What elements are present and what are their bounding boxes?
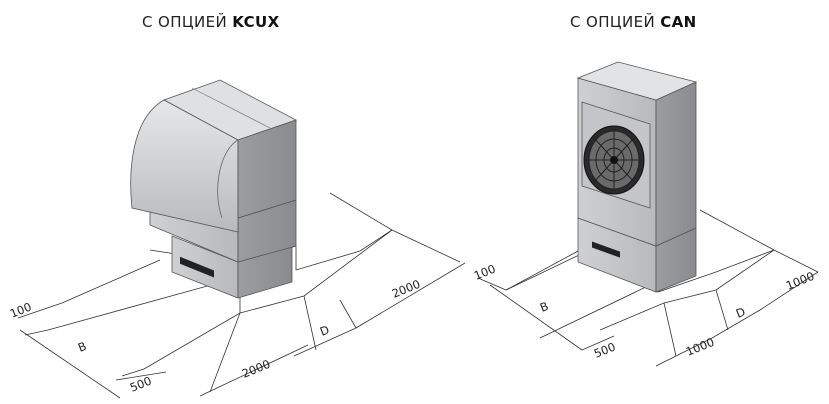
dim-1000-right-label: 1000 [784, 269, 816, 293]
dim-b-label: B [538, 299, 551, 315]
option-can-label: CAN [660, 13, 697, 31]
dim-b-label: B [76, 339, 89, 355]
title-can-option: С ОПЦИЕЙ CAN [570, 13, 697, 31]
dim-500-label: 500 [128, 374, 154, 395]
fan-icon [583, 125, 645, 195]
can-unit-drawing: 100 B 500 1000 D 1000 [472, 61, 819, 367]
title-prefix: С ОПЦИЕЙ [570, 13, 661, 31]
kcux-unit-drawing: 100 B 500 2000 D 2000 [8, 79, 466, 399]
title-kcux-option: С ОПЦИЕЙ KCUX [142, 13, 280, 31]
dim-2000-bottom-label: 2000 [240, 357, 272, 381]
dim-500-label: 500 [592, 340, 618, 361]
dim-100-label: 100 [8, 300, 34, 321]
floor-outline [505, 209, 819, 339]
dim-100-label: 100 [472, 262, 498, 283]
can-lower-cabinet [577, 217, 697, 293]
dim-d-label: D [318, 322, 332, 338]
option-kcux-label: KCUX [232, 13, 280, 31]
dimension-lines [477, 271, 819, 367]
floor-outline [47, 192, 461, 377]
kcux-plinth [171, 235, 293, 299]
dimension-lines [17, 262, 466, 399]
kcux-hood [130, 79, 298, 233]
dim-2000-right-label: 2000 [390, 277, 422, 301]
title-prefix: С ОПЦИЕЙ [142, 13, 233, 31]
dim-1000-bottom-label: 1000 [684, 335, 716, 359]
